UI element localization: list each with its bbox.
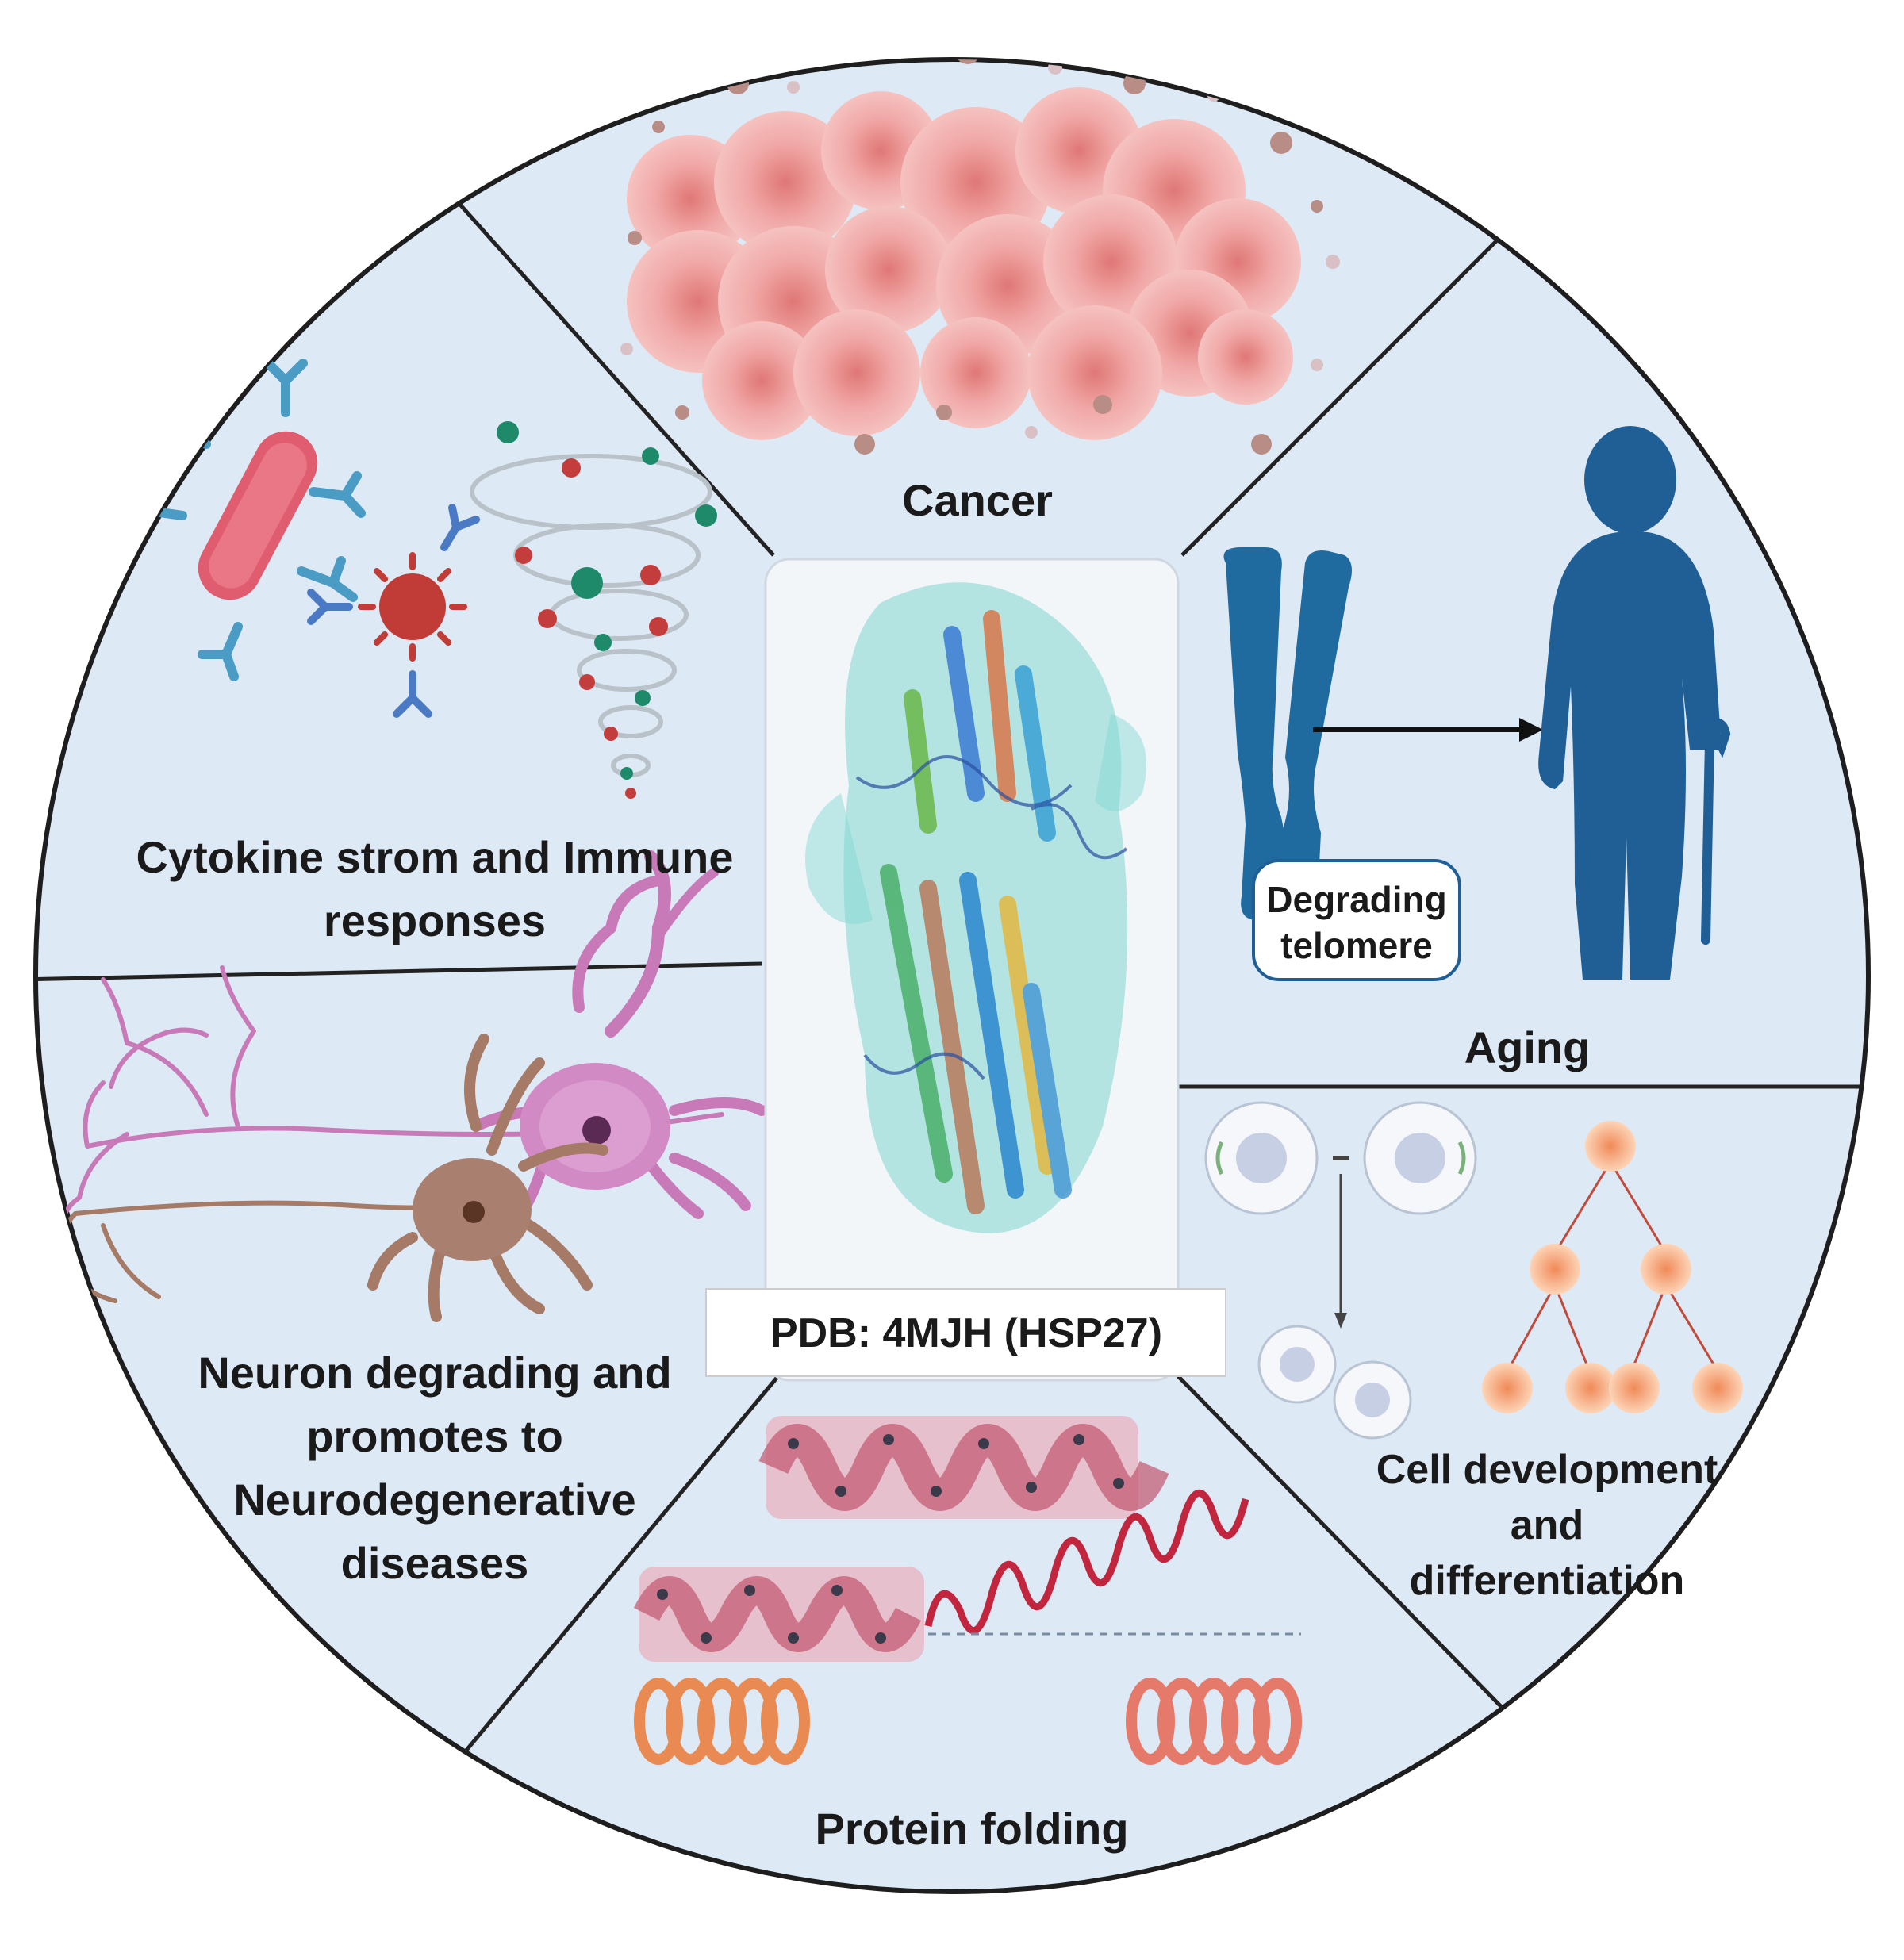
cell-label-line-3: differentiation bbox=[1410, 1558, 1685, 1604]
cancer-label: Cancer bbox=[902, 475, 1053, 525]
protein-folding-label: Protein folding bbox=[815, 1804, 1128, 1854]
cancer-cells-illustration bbox=[620, 59, 1340, 455]
telomere-label-line-1: Degrading bbox=[1266, 879, 1446, 920]
neuron-label-line-1: Neuron degrading and bbox=[198, 1348, 671, 1398]
neuron-label-line-3: Neurodegenerative bbox=[233, 1475, 635, 1525]
arrow-icon bbox=[1313, 718, 1543, 742]
neuron-label-line-2: promotes to bbox=[306, 1411, 563, 1461]
neuron-label-line-4: diseases bbox=[341, 1538, 529, 1588]
aging-label: Aging bbox=[1464, 1022, 1591, 1072]
mitosis-cells bbox=[1204, 1101, 1477, 1440]
neuron-illustration bbox=[59, 850, 767, 1322]
protein-folding-illustration bbox=[633, 1416, 1302, 1765]
cell-label-line-1: Cell development bbox=[1376, 1447, 1718, 1493]
differentiation-tree bbox=[1482, 1121, 1743, 1413]
cytokine-label-line-1: Cytokine strom and Immune bbox=[136, 832, 733, 882]
folded-helix-right bbox=[1126, 1678, 1302, 1765]
brown-neuron bbox=[367, 1034, 608, 1322]
pdb-label: PDB: 4MJH (HSP27) bbox=[770, 1310, 1162, 1356]
segment-dividers bbox=[36, 181, 1868, 1778]
folded-helix-left bbox=[634, 1678, 810, 1765]
telomere-label-line-2: telomere bbox=[1280, 925, 1433, 966]
center-panel: PDB: 4MJH (HSP27) bbox=[705, 558, 1226, 1382]
chromosome-icon bbox=[1223, 547, 1352, 933]
cell-label-line-2: and bbox=[1511, 1502, 1583, 1548]
protein-structure-image bbox=[805, 582, 1146, 1233]
elderly-person-icon bbox=[1538, 426, 1731, 980]
cell-development-illustration bbox=[1204, 1101, 1743, 1440]
aging-illustration: Degrading telomere bbox=[1223, 426, 1731, 981]
cytokine-label-line-2: responses bbox=[324, 896, 546, 945]
pdb-label-box bbox=[705, 1288, 1226, 1377]
telomere-label-box bbox=[1252, 859, 1461, 981]
